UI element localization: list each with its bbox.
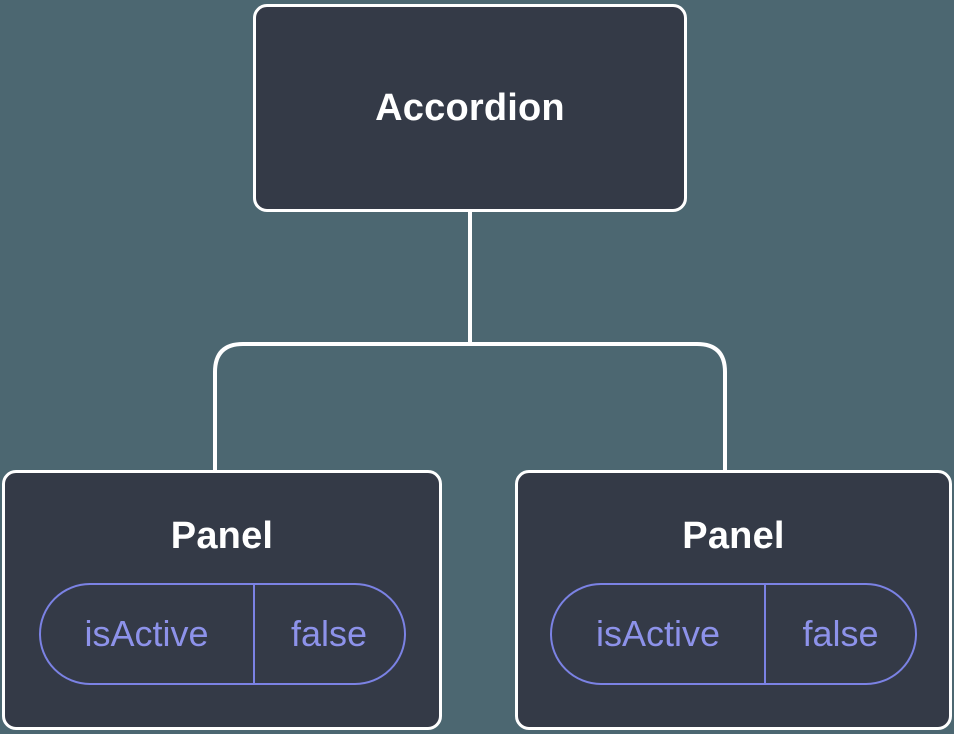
accordion-node-label: Accordion	[375, 87, 565, 129]
state-pill: isActive false	[38, 583, 406, 685]
state-pill: isActive false	[550, 583, 917, 685]
panel-node-label: Panel	[170, 515, 274, 557]
state-value-label: false	[802, 613, 879, 654]
panel-node-left: Panel isActive false	[2, 470, 442, 730]
connector-bracket	[213, 342, 727, 472]
state-value-label: false	[290, 613, 368, 654]
accordion-node: Accordion	[253, 4, 687, 212]
panel-node-label: Panel	[682, 515, 785, 557]
state-key-label: isActive	[552, 585, 766, 683]
state-key-label: isActive	[41, 585, 255, 683]
panel-node-right: Panel isActive false	[515, 470, 952, 730]
